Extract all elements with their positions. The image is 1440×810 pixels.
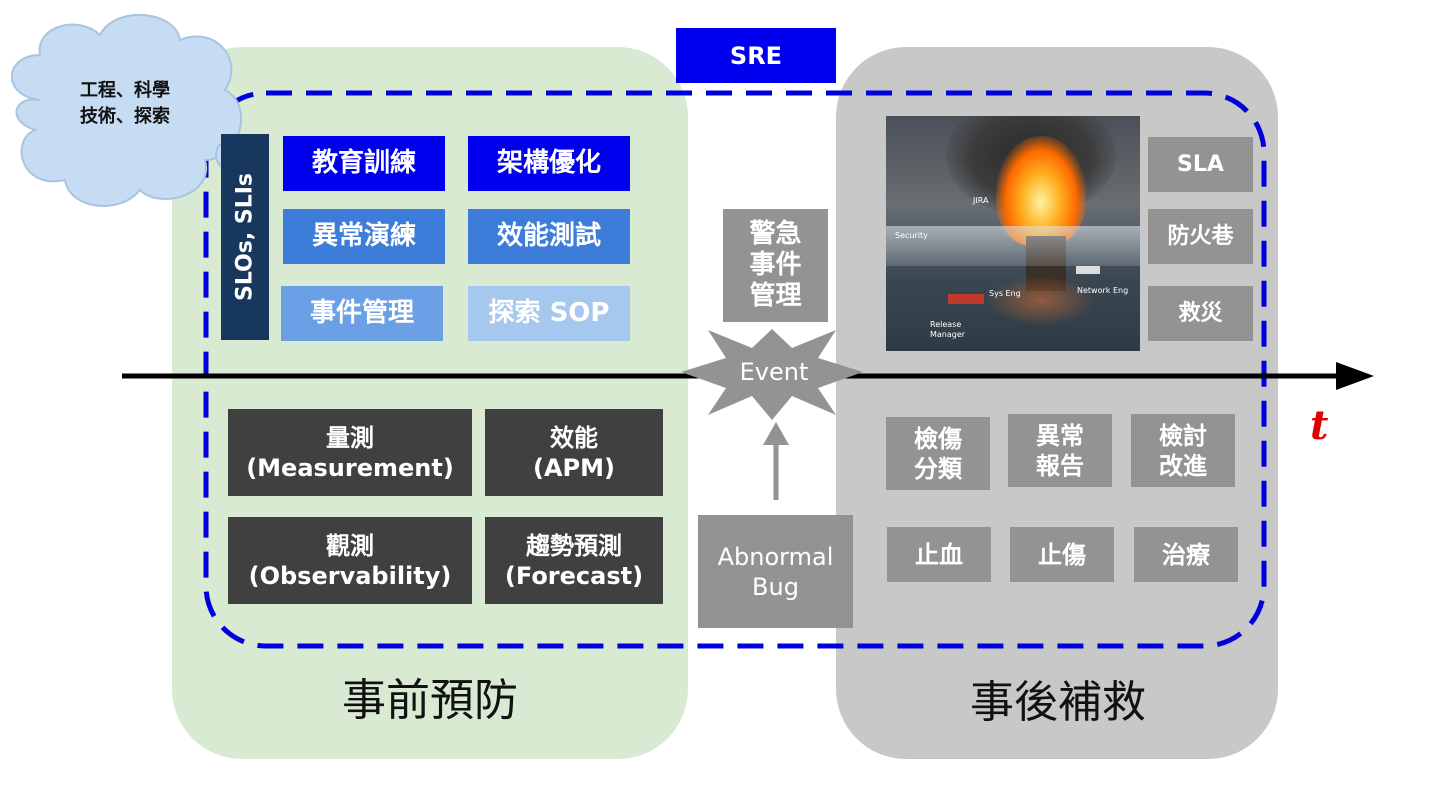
axis-label-t: t: [1310, 402, 1329, 449]
remedy-box-stop-injury: 止傷: [1010, 527, 1114, 582]
up-arrow-icon: [763, 422, 789, 445]
practice-box-sop: 探索 SOP: [468, 286, 630, 341]
photo-label-sys-eng: Sys Eng: [989, 289, 1021, 298]
alert-box: 警急 事件 管理: [723, 209, 828, 322]
photo-label-jira: JIRA: [973, 196, 989, 205]
remedy-box-stop-bleeding: 止血: [887, 527, 991, 582]
slo-label: SLOs, SLIs: [232, 172, 258, 302]
cloud-line-1: 工程、科學: [80, 80, 170, 101]
metric-box-forecast: 趨勢預測 (Forecast): [485, 517, 663, 604]
practice-box-training: 教育訓練: [283, 136, 445, 191]
metric-box-observability: 觀測 (Observability): [228, 517, 472, 604]
remedy-box-review: 檢討 改進: [1131, 414, 1235, 487]
disaster-photo: JIRA Security Sys Eng Network Eng Releas…: [886, 116, 1140, 351]
side-box-disaster-relief: 救災: [1148, 286, 1253, 341]
practice-box-perf-test: 效能測試: [468, 209, 630, 264]
photo-label-release-manager: Release Manager: [930, 320, 966, 339]
prevent-title: 事前預防: [342, 675, 518, 726]
remedy-box-treatment: 治療: [1134, 527, 1238, 582]
right-arrow-icon: [1336, 362, 1374, 390]
sre-dashed-frame: [203, 90, 1267, 649]
boat-left: [948, 294, 984, 304]
practice-box-architecture: 架構優化: [468, 136, 630, 191]
slo-bar: SLOs, SLIs: [221, 134, 269, 340]
boat-right: [1076, 266, 1100, 274]
water-spray: [886, 226, 1140, 266]
practice-box-drill: 異常演練: [283, 209, 445, 264]
cloud-line-2: 技術、探索: [80, 106, 170, 127]
remedy-box-triage: 檢傷 分類: [886, 417, 990, 490]
starburst-icon: [681, 329, 863, 420]
practice-box-incident-mgmt: 事件管理: [281, 286, 443, 341]
cloud-text: 工程、科學 技術、探索: [40, 78, 210, 130]
fire-reflection: [986, 276, 1096, 326]
remedy-title: 事後補救: [970, 677, 1146, 728]
photo-label-network-eng: Network Eng: [1077, 286, 1129, 295]
abnormal-box: Abnormal Bug: [698, 515, 853, 628]
remedy-box-anomaly-report: 異常 報告: [1008, 414, 1112, 487]
photo-label-security: Security: [895, 231, 928, 240]
event-label: Event: [739, 358, 809, 386]
side-box-sla: SLA: [1148, 137, 1253, 192]
metric-box-apm: 效能 (APM): [485, 409, 663, 496]
sre-label: SRE: [676, 28, 836, 83]
metric-box-measurement: 量測 (Measurement): [228, 409, 472, 496]
side-box-firebreak: 防火巷: [1148, 209, 1253, 264]
